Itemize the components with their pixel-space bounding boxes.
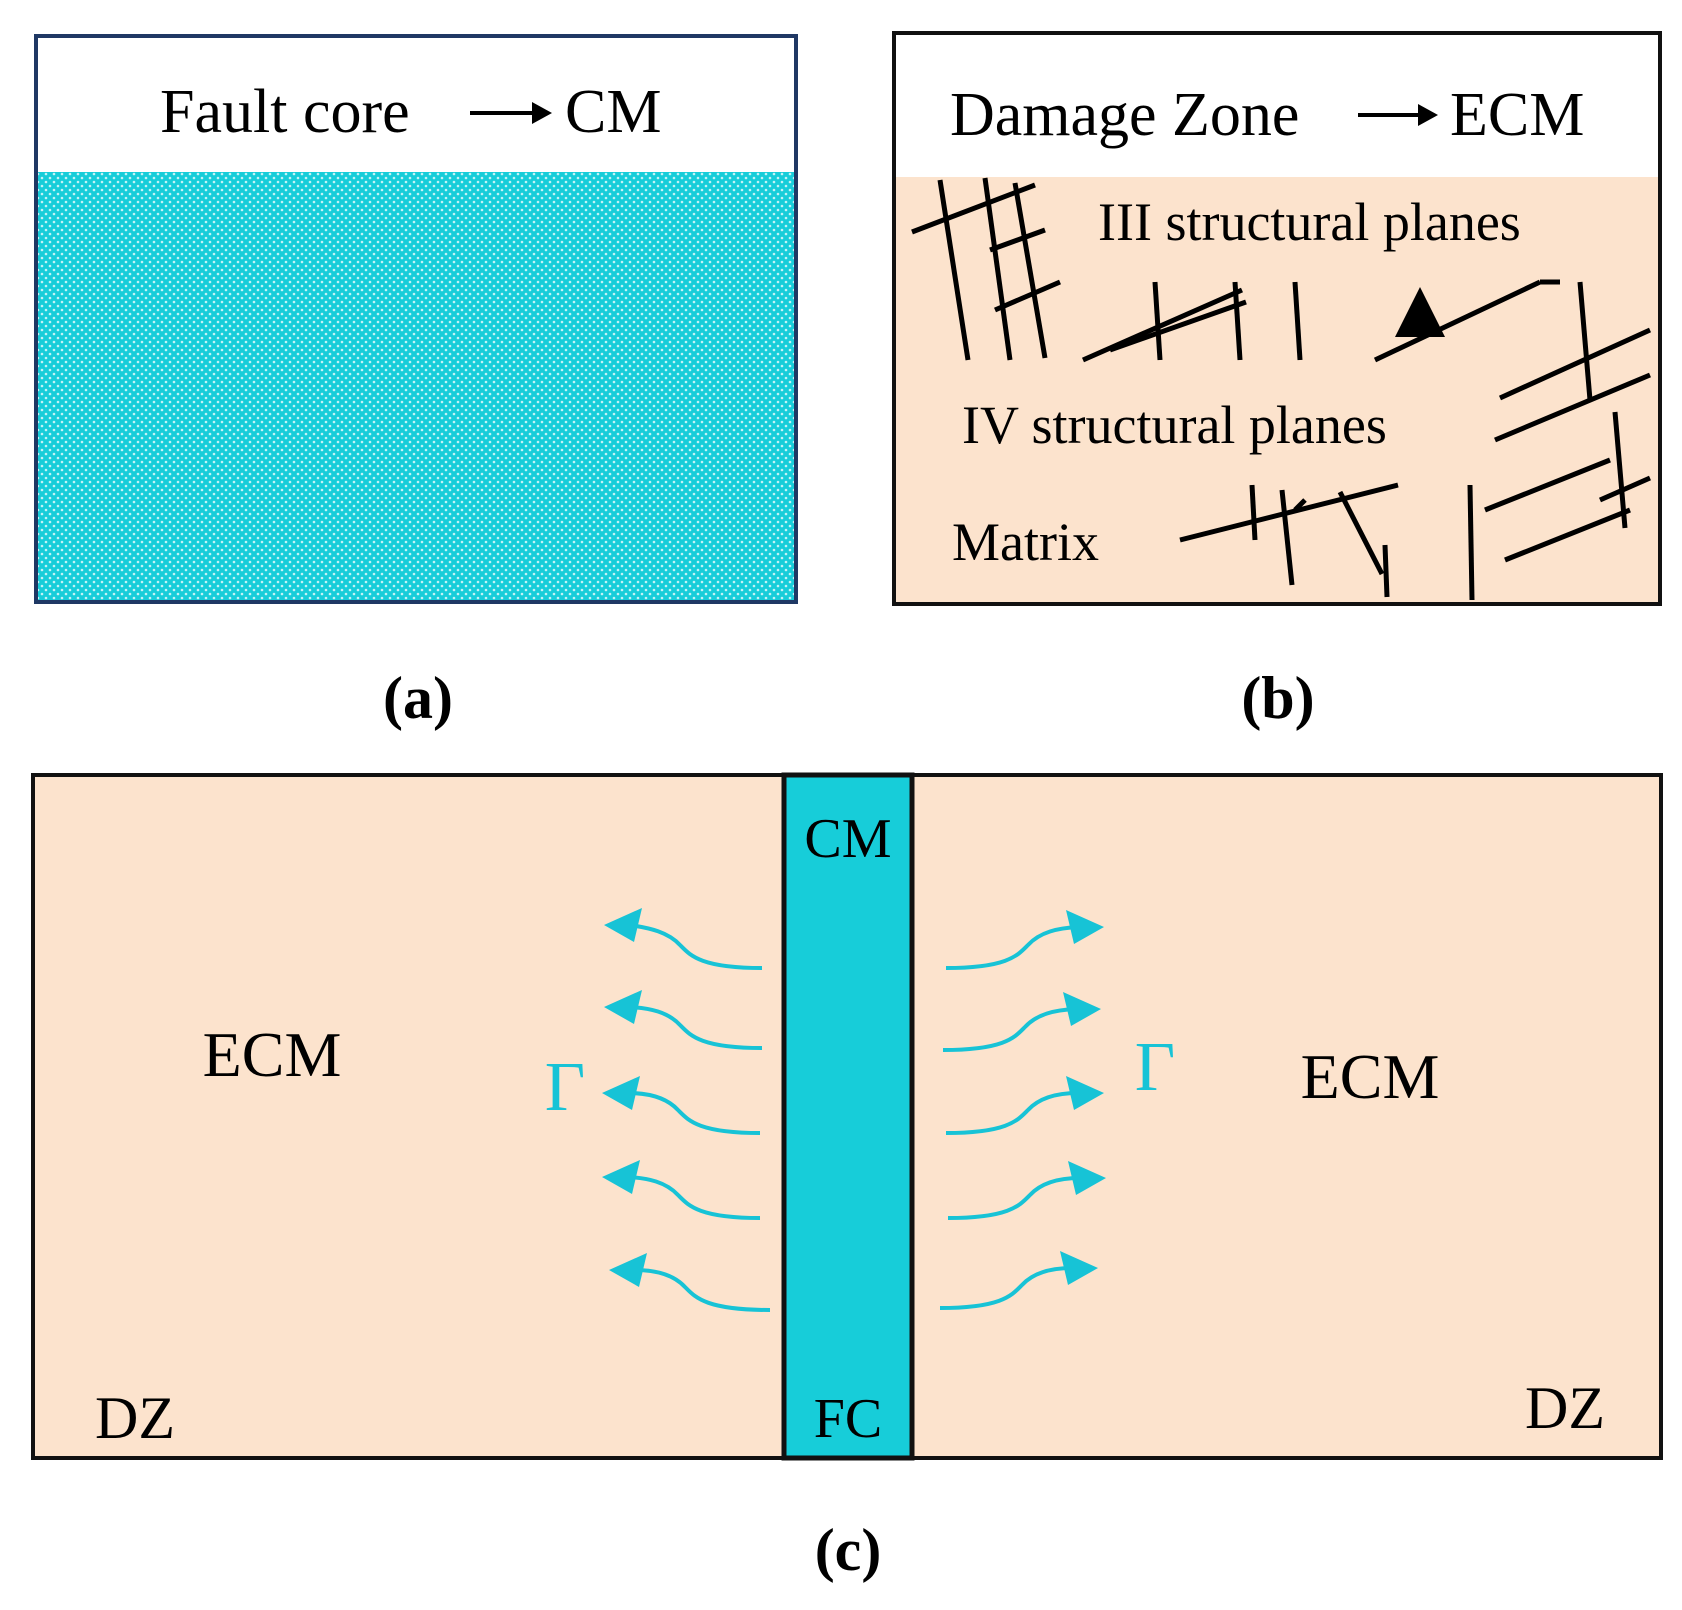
label-gamma-left: Γ bbox=[545, 1049, 585, 1126]
flux-arrowhead-right-1 bbox=[1066, 910, 1104, 944]
panel-b: Damage Zone ECM III structural planes IV… bbox=[892, 31, 1662, 606]
flux-arrowhead-left-2 bbox=[604, 990, 642, 1024]
panel-a-title-left: Fault core bbox=[160, 78, 410, 146]
flux-arrowhead-right-4 bbox=[1068, 1161, 1106, 1195]
flux-arrow-right-1 bbox=[945, 925, 1079, 970]
panel-b-title-left: Damage Zone bbox=[950, 81, 1299, 149]
label-fc: FC bbox=[814, 1388, 883, 1450]
flux-arrow-right-4 bbox=[947, 1176, 1081, 1220]
label-dz-right: DZ bbox=[1525, 1375, 1605, 1441]
caption-c: (c) bbox=[815, 1517, 882, 1583]
fault-core-fill bbox=[38, 172, 794, 600]
right-arrow-icon bbox=[470, 102, 552, 124]
flux-arrow-left-5 bbox=[634, 1268, 771, 1312]
flux-arrowheads-right bbox=[1060, 910, 1106, 1285]
flux-arrow-right-2 bbox=[942, 1007, 1076, 1052]
flux-arrow-left-4 bbox=[627, 1175, 761, 1220]
iii-fracture-set-left bbox=[911, 177, 1061, 361]
flux-arrowhead-left-1 bbox=[604, 908, 642, 942]
flux-arrowhead-left-5 bbox=[609, 1253, 647, 1287]
panel-c: CM FC ECM ECM Γ Γ DZ DZ bbox=[31, 772, 1663, 1461]
label-ecm-right: ECM bbox=[1301, 1041, 1440, 1112]
panel-b-title-bar bbox=[896, 35, 1658, 177]
flux-arrow-left-2 bbox=[629, 1005, 763, 1050]
iii-fracture-set-middle bbox=[1081, 281, 1303, 363]
caption-a: (a) bbox=[383, 665, 453, 731]
flux-arrowhead-left-4 bbox=[602, 1160, 640, 1194]
flux-arrowheads-left bbox=[602, 908, 647, 1287]
flux-arrow-left-1 bbox=[629, 923, 763, 970]
caption-b: (b) bbox=[1241, 665, 1314, 731]
flux-arrowhead-left-3 bbox=[602, 1076, 640, 1110]
panel-a: Fault core CM bbox=[34, 34, 798, 604]
panel-b-title-right: ECM bbox=[1450, 81, 1584, 149]
iv-fracture-set-upper-right bbox=[1494, 327, 1652, 503]
label-iii-structural-planes: III structural planes bbox=[1098, 192, 1521, 252]
label-cm: CM bbox=[804, 808, 891, 870]
label-dz-left: DZ bbox=[95, 1385, 175, 1451]
flux-arrows-right bbox=[939, 925, 1081, 1310]
flux-arrowhead-right-3 bbox=[1066, 1076, 1104, 1110]
right-arrow-icon bbox=[1358, 104, 1438, 126]
flux-arrowhead-right-2 bbox=[1063, 992, 1101, 1026]
iii-fracture-set-right bbox=[1373, 279, 1593, 401]
flux-arrows-left bbox=[627, 923, 771, 1312]
panel-a-title-right: CM bbox=[565, 78, 661, 146]
flux-arrowhead-right-5 bbox=[1060, 1251, 1098, 1285]
label-matrix: Matrix bbox=[952, 512, 1099, 572]
iv-fracture-set-lower bbox=[1179, 411, 1631, 601]
flux-arrow-right-3 bbox=[945, 1091, 1079, 1135]
flux-arrow-left-3 bbox=[627, 1091, 761, 1135]
fault-core-band bbox=[781, 772, 915, 1461]
flux-arrow-right-5 bbox=[939, 1266, 1073, 1310]
label-iv-structural-planes: IV structural planes bbox=[962, 395, 1387, 455]
label-gamma-right: Γ bbox=[1135, 1029, 1175, 1106]
label-ecm-left: ECM bbox=[203, 1019, 342, 1090]
